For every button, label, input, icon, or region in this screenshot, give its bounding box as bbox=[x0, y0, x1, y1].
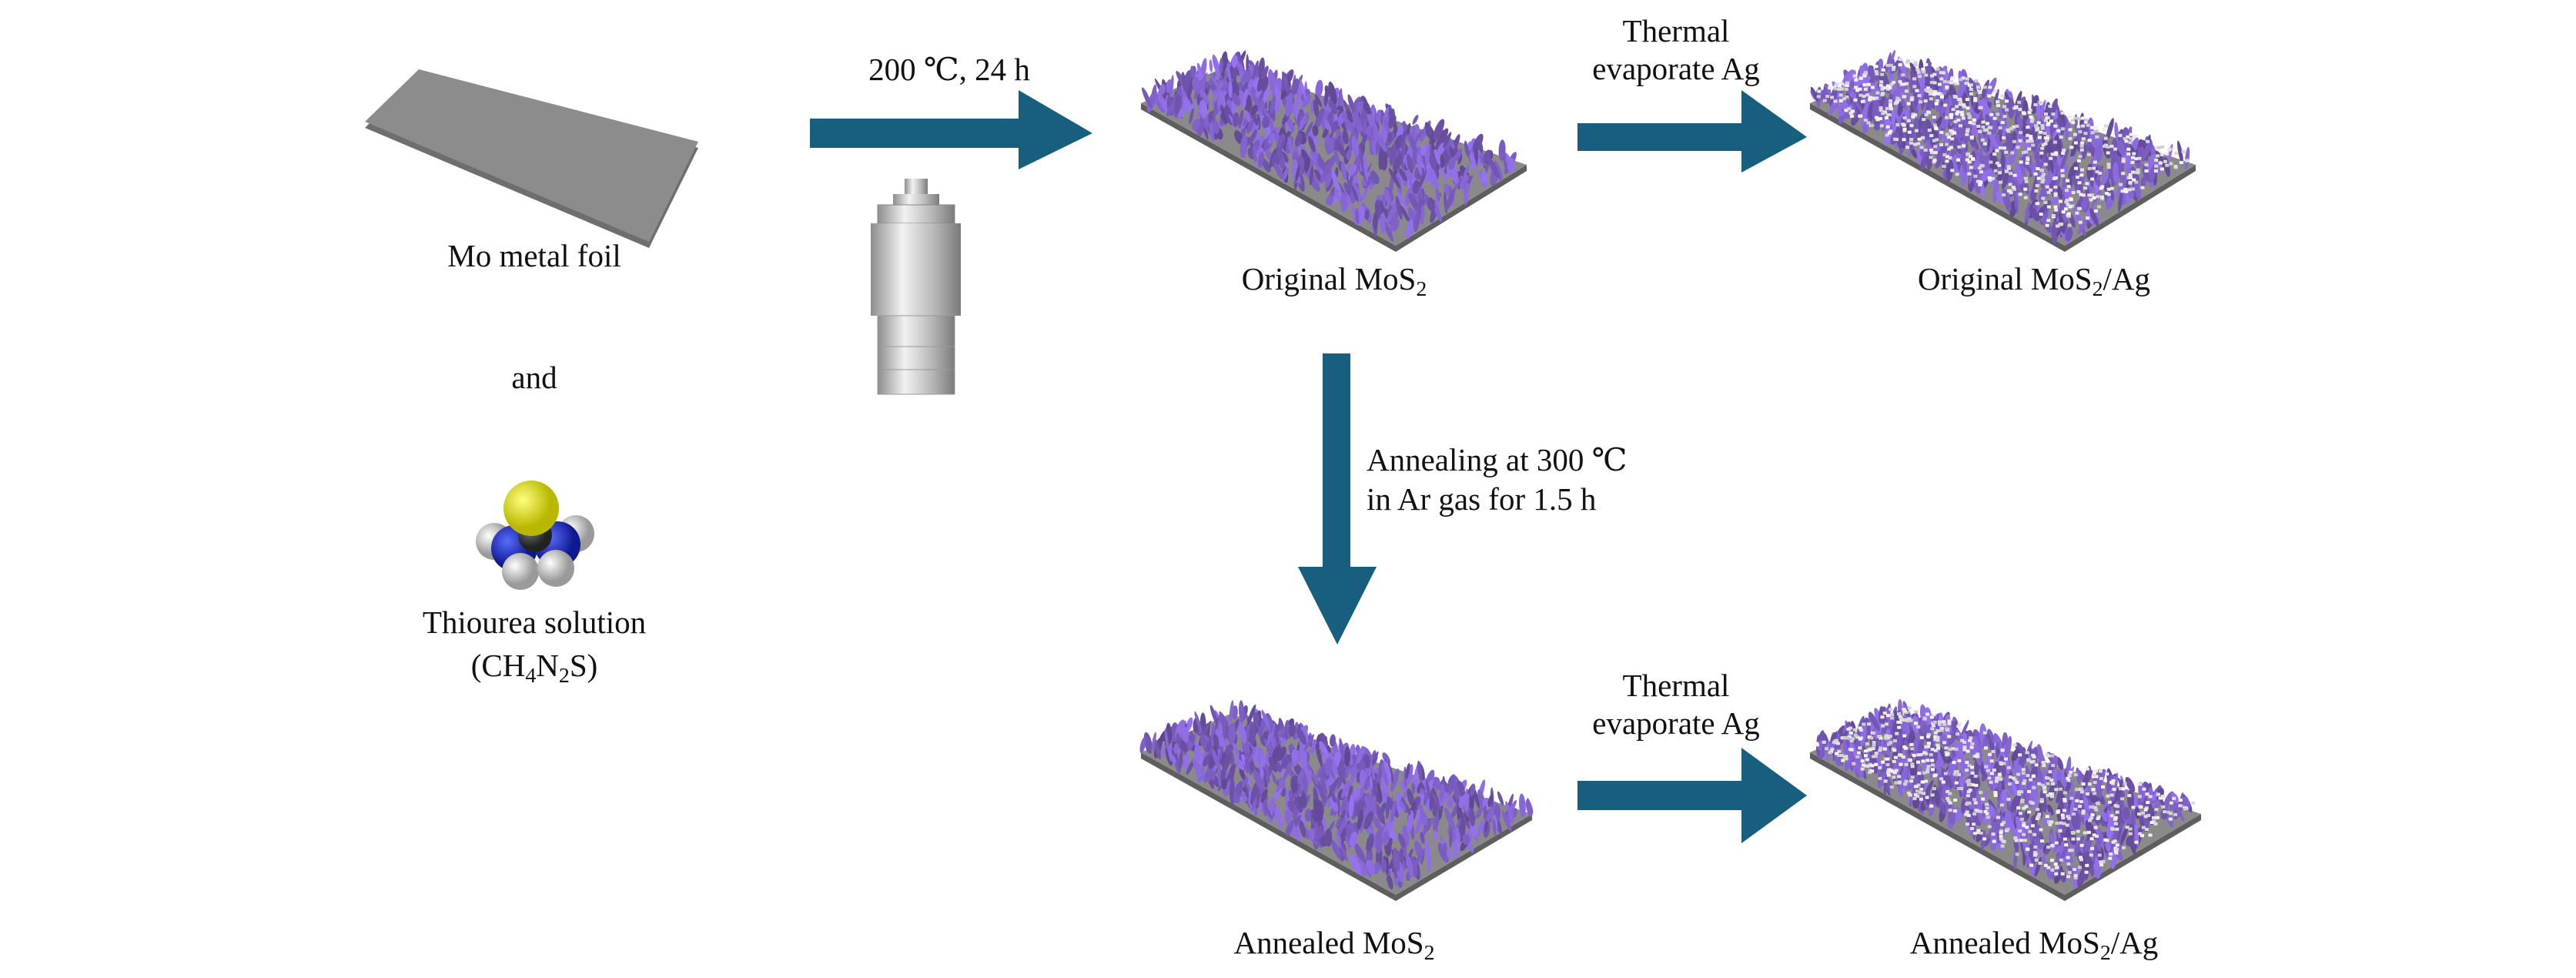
label-line: evaporate Ag bbox=[1592, 705, 1760, 742]
label-subscript: 2 bbox=[1416, 276, 1427, 301]
label-suffix: /Ag bbox=[2110, 925, 2159, 960]
label-subscript: 2 bbox=[2099, 940, 2111, 965]
label-subscript: 2 bbox=[1423, 940, 1435, 965]
thiourea-label: Thiourea solution bbox=[422, 605, 647, 640]
mo-foil bbox=[365, 69, 698, 248]
original-mos2-ag-sample bbox=[1810, 49, 2196, 252]
annealed-mos2-sample bbox=[1139, 700, 1534, 901]
annealed-mos2-label: Annealed MoS2 bbox=[1233, 924, 1435, 965]
label-text: Original MoS bbox=[1917, 261, 2093, 296]
hydrothermal-condition: 200 ℃, 24 h bbox=[868, 52, 1030, 87]
arrow-evaporate-annealed bbox=[1577, 748, 1807, 843]
mo-foil-label: Mo metal foil bbox=[447, 238, 621, 273]
formula-part: N bbox=[536, 648, 559, 683]
original-mos2-sample bbox=[1141, 50, 1527, 252]
label-text: Annealed MoS bbox=[1233, 925, 1424, 960]
annealed-mos2-ag-sample bbox=[1810, 698, 2201, 901]
label-subscript: 2 bbox=[2092, 276, 2103, 301]
label-text: Annealed MoS bbox=[1909, 925, 2100, 960]
thiourea-formula: (CH4N2S) bbox=[470, 647, 598, 688]
label-line: Annealing at 300 ℃ bbox=[1367, 442, 1628, 477]
annealing-condition: Annealing at 300 ℃ in Ar gas for 1.5 h bbox=[1367, 440, 1628, 520]
label-suffix: /Ag bbox=[2103, 261, 2151, 296]
formula-subscript: 2 bbox=[558, 663, 570, 688]
label-line: evaporate Ag bbox=[1592, 51, 1760, 87]
thiourea-molecule-icon bbox=[476, 481, 594, 590]
arrow-evaporate-original bbox=[1577, 90, 1807, 172]
arrow-hydrothermal bbox=[810, 90, 1092, 169]
original-mos2-ag-label: Original MoS2/Ag bbox=[1917, 260, 2151, 301]
and-label: and bbox=[511, 360, 557, 395]
annealed-mos2-ag-label: Annealed MoS2/Ag bbox=[1909, 924, 2159, 965]
formula-subscript: 4 bbox=[525, 663, 537, 688]
label-text: Original MoS bbox=[1241, 261, 1417, 296]
label-line: in Ar gas for 1.5 h bbox=[1367, 481, 1597, 517]
arrow-annealing bbox=[1298, 353, 1377, 645]
formula-part: S) bbox=[569, 648, 598, 683]
label-line: Thermal bbox=[1622, 668, 1730, 703]
label-line: Thermal bbox=[1622, 13, 1730, 49]
original-mos2-label: Original MoS2 bbox=[1241, 260, 1427, 301]
formula-part: (CH bbox=[470, 648, 526, 683]
autoclave-icon bbox=[871, 179, 961, 395]
